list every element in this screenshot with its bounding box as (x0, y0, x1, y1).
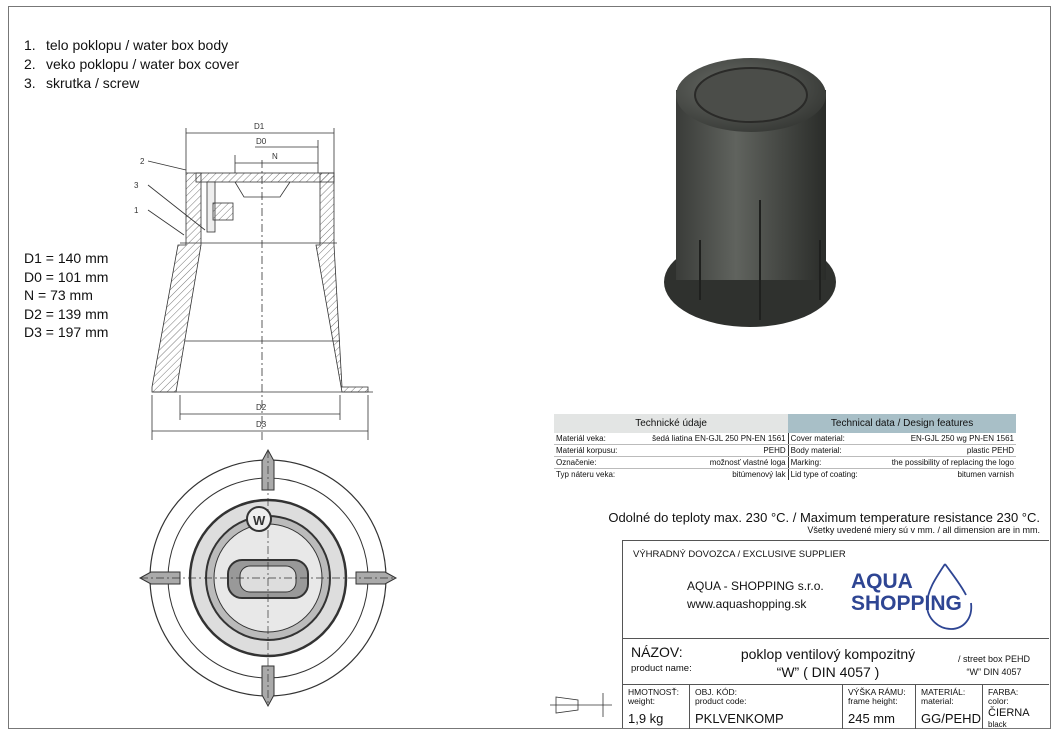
legend-label: veko poklopu / water box cover (46, 56, 239, 72)
field-value: 245 mm (848, 711, 895, 726)
lid-logo-w: W (253, 513, 266, 528)
dimension-n: N = 73 mm (24, 287, 93, 304)
supplier-label: VÝHRADNÝ DOVOZCA / EXCLUSIVE SUPPLIER (633, 549, 846, 560)
field-weight: HMOTNOSŤ: weight: 1,9 kg (623, 685, 690, 729)
field-label-en: frame height: (848, 696, 898, 706)
field-label-en: material: (921, 696, 954, 706)
legend-label: telo poklopu / water box body (46, 37, 229, 53)
legend-label: skrutka / screw (46, 75, 140, 91)
legend-num: 1. (24, 37, 36, 53)
field-label: FARBA: (988, 687, 1019, 697)
label-d3: D3 (256, 420, 267, 429)
field-product-code: OBJ. KÓD: product code: PKLVENKOMP (690, 685, 843, 729)
cell-label: Marking: (787, 456, 871, 469)
label-part-3: 3 (134, 181, 139, 190)
cell-label: Typ náteru veka: (556, 470, 616, 479)
parts-legend: 1. telo poklopu / water box body 2. veko p… (24, 36, 239, 93)
temperature-note: Odolné do teploty max. 230 °C. / Maximum… (608, 510, 1040, 525)
product-name-en-line-2: “W” DIN 4057 (966, 667, 1022, 677)
company-website[interactable]: www.aquashopping.sk (687, 597, 807, 611)
product-fields: HMOTNOSŤ: weight: 1,9 kg OBJ. KÓD: produ… (623, 684, 1049, 729)
field-label-en: color: (988, 696, 1009, 706)
section-marker-icon (550, 693, 612, 717)
cell-value: šedá liatina EN-GJL 250 PN-EN 1561 (629, 433, 789, 445)
dimension-list: D1 = 140 mm D0 = 101 mm N = 73 mm D2 = 1… (24, 249, 108, 342)
product-name-en-line-1: / street box PEHD (957, 654, 1031, 664)
label-n: N (272, 152, 278, 161)
cell-label: Označenie: (554, 456, 630, 469)
field-value: 1,9 kg (628, 711, 664, 726)
header-sk: Technické údaje (554, 414, 789, 433)
name-label-en: product name: (631, 663, 692, 674)
cell-label: Cover material: (787, 433, 871, 445)
units-note: Všetky uvedené miery sú v mm. / all dime… (807, 525, 1040, 535)
table-row: Materiál korpusu: PEHD Body material: pl… (554, 444, 1016, 457)
company-name: AQUA - SHOPPING s.r.o. (687, 579, 824, 593)
product-name: poklop ventilový kompozitný “W” ( DIN 40… (723, 645, 933, 681)
cell-label: Body material: (787, 444, 871, 457)
legend-num: 3. (24, 75, 36, 91)
logo-line-2: SHOPPING (851, 592, 962, 615)
table-row: Označenie: možnosť vlastné loga Marking:… (554, 456, 1016, 469)
product-name-en: / street box PEHD “W” DIN 4057 (949, 653, 1039, 679)
field-value: GG/PEHD (921, 711, 981, 726)
water-drop-icon (926, 563, 973, 630)
technical-data-table: Technické údaje Technical data / Design … (554, 414, 1016, 480)
dimension-d1: D1 = 140 mm (24, 250, 109, 266)
product-photo (664, 58, 836, 327)
page-frame (8, 6, 1051, 729)
table-row: Typ náteru veka: bitúmenový lak Lid type… (554, 468, 1016, 480)
name-label: NÁZOV: (631, 644, 683, 660)
section-view (147, 128, 373, 440)
field-label: MATERIÁL: (921, 687, 966, 697)
cell-value: bitúmenový lak (732, 470, 786, 479)
legend-item: 2. veko poklopu / water box cover (24, 55, 239, 74)
top-view (138, 448, 398, 708)
notes: Odolné do teploty max. 230 °C. / Maximum… (608, 510, 1040, 535)
legend-item: 3. skrutka / screw (24, 74, 239, 93)
title-block: VÝHRADNÝ DOVOZCA / EXCLUSIVE SUPPLIER AQ… (622, 540, 1049, 729)
cell-value: možnosť vlastné loga (629, 456, 789, 469)
product-name-line-1: poklop ventilový kompozitný (740, 646, 916, 662)
cell-value: PEHD (629, 444, 789, 457)
legend-num: 2. (24, 56, 36, 72)
aqua-shopping-logo: AQUA SHOPPING (851, 571, 962, 615)
cell-label: Materiál korpusu: (554, 444, 630, 457)
logo-line-1: AQUA (851, 570, 913, 593)
product-name-row: NÁZOV: product name: poklop ventilový ko… (623, 638, 1049, 683)
field-label: OBJ. KÓD: (695, 687, 738, 697)
field-value-en: black (988, 720, 1007, 729)
field-label-en: product code: (695, 696, 747, 706)
field-material: MATERIÁL: material: GG/PEHD (916, 685, 983, 729)
legend-item: 1. telo poklopu / water box body (24, 36, 239, 55)
dimension-d0: D0 = 101 mm (24, 268, 109, 285)
cell-value: bitumen varnish (957, 470, 1014, 479)
table-row: Materiál veka: šedá liatina EN-GJL 250 P… (554, 433, 1016, 445)
field-color: FARBA: color: ČIERNA black (983, 685, 1049, 730)
field-value: ČIERNA (988, 707, 1030, 719)
label-part-2: 2 (140, 157, 145, 166)
cell-value: the possibility of replacing the logo (870, 456, 1016, 469)
label-d0: D0 (256, 137, 267, 146)
field-frame-height: VÝŠKA RÁMU: frame height: 245 mm (843, 685, 916, 729)
label-part-1: 1 (134, 206, 139, 215)
company-info: AQUA - SHOPPING s.r.o. www.aquashopping.… (687, 577, 824, 613)
field-label-en: weight: (628, 696, 655, 706)
cell-value: EN-GJL 250 wg PN-EN 1561 (870, 433, 1016, 445)
field-label: HMOTNOSŤ: (628, 687, 679, 697)
label-d1: D1 (254, 122, 265, 131)
dimension-d2: D2 = 139 mm (24, 305, 109, 322)
cell-label: Materiál veka: (554, 433, 630, 445)
cell-label: Lid type of coating: (787, 468, 871, 480)
dimension-d3: D3 = 197 mm (24, 324, 109, 341)
product-name-line-2: “W” ( DIN 4057 ) (776, 664, 880, 680)
field-value: PKLVENKOMP (695, 711, 784, 726)
cell-value: plastic PEHD (870, 444, 1016, 457)
header-en: Technical data / Design features (788, 414, 1016, 433)
label-d2: D2 (256, 403, 267, 412)
field-label: VÝŠKA RÁMU: (848, 687, 906, 697)
